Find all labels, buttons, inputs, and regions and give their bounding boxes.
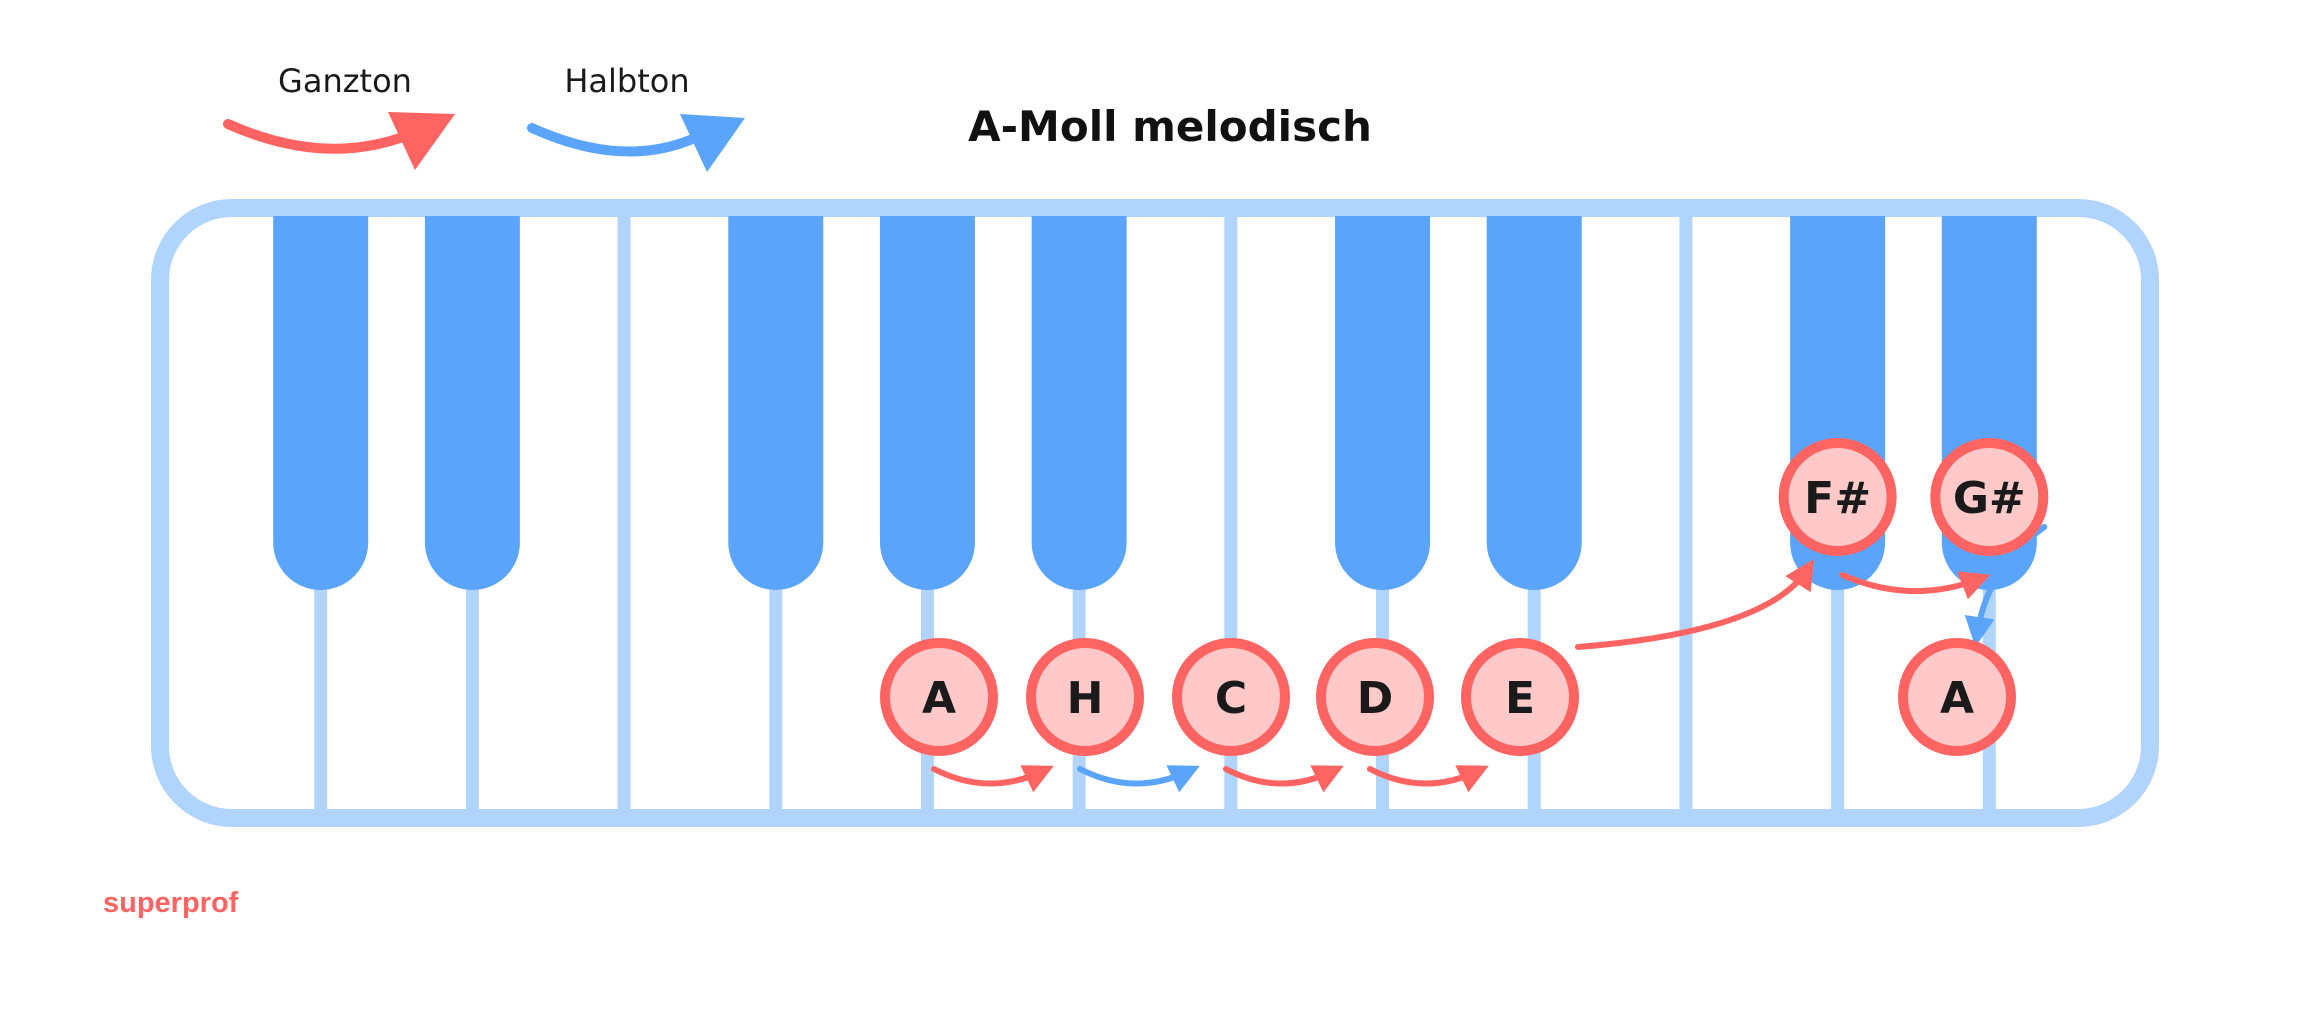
diagram-title: A-Moll melodisch — [968, 102, 1372, 151]
legend-half-arrowhead-icon — [680, 114, 745, 172]
scale-note: D — [1316, 638, 1434, 756]
half-step-arrow-icon — [1077, 765, 1200, 793]
scale-note: E — [1461, 638, 1579, 756]
whole-step-arrow-icon — [1223, 765, 1344, 793]
note-circle — [1461, 638, 1579, 756]
note-circle — [1778, 438, 1897, 556]
black-key — [273, 216, 369, 590]
scale-note: C — [1172, 638, 1290, 756]
black-key — [1335, 216, 1431, 590]
brand-logo: superprof — [103, 887, 239, 919]
legend: Ganzton Halbton — [223, 62, 745, 172]
keyboard-frame — [151, 199, 2159, 827]
whole-step-arrow-icon — [931, 765, 1054, 793]
legend-whole-label: Ganzton — [278, 62, 412, 100]
note-circle — [1898, 638, 2016, 756]
note-label: A — [922, 673, 956, 724]
legend-half-arrow-icon — [527, 123, 695, 157]
legend-half-label: Halbton — [564, 62, 689, 100]
scale-note: A — [880, 638, 998, 756]
note-label: C — [1215, 673, 1247, 724]
black-key — [879, 216, 975, 590]
note-label: A — [1940, 673, 1974, 724]
note-label: E — [1505, 673, 1535, 724]
note-circle — [1026, 638, 1144, 756]
whole-step-arrow-icon — [1839, 571, 1991, 600]
whole-step-arrow-icon — [1575, 558, 1815, 650]
note-label: G# — [1953, 473, 2026, 524]
note-circle — [1930, 438, 2049, 556]
whole-step-arrow-icon — [1367, 765, 1489, 793]
legend-whole-arrowhead-icon — [388, 112, 455, 170]
scale-notes: A H C D E F# G# A — [880, 438, 2049, 756]
black-key — [1486, 216, 1582, 590]
legend-whole-arrow-icon — [223, 119, 405, 154]
note-circle — [880, 638, 998, 756]
note-circle — [1172, 638, 1290, 756]
scale-note: H — [1026, 638, 1144, 756]
black-key — [728, 216, 824, 590]
scale-note: A — [1898, 638, 2016, 756]
scale-note: G# — [1930, 438, 2049, 556]
black-key — [1031, 216, 1127, 590]
black-key — [424, 216, 520, 590]
scale-note: F# — [1778, 438, 1897, 556]
step-arrows — [931, 524, 2048, 793]
note-circle — [1316, 638, 1434, 756]
note-label: D — [1357, 673, 1394, 724]
note-label: H — [1067, 673, 1104, 724]
note-label: F# — [1804, 473, 1871, 524]
